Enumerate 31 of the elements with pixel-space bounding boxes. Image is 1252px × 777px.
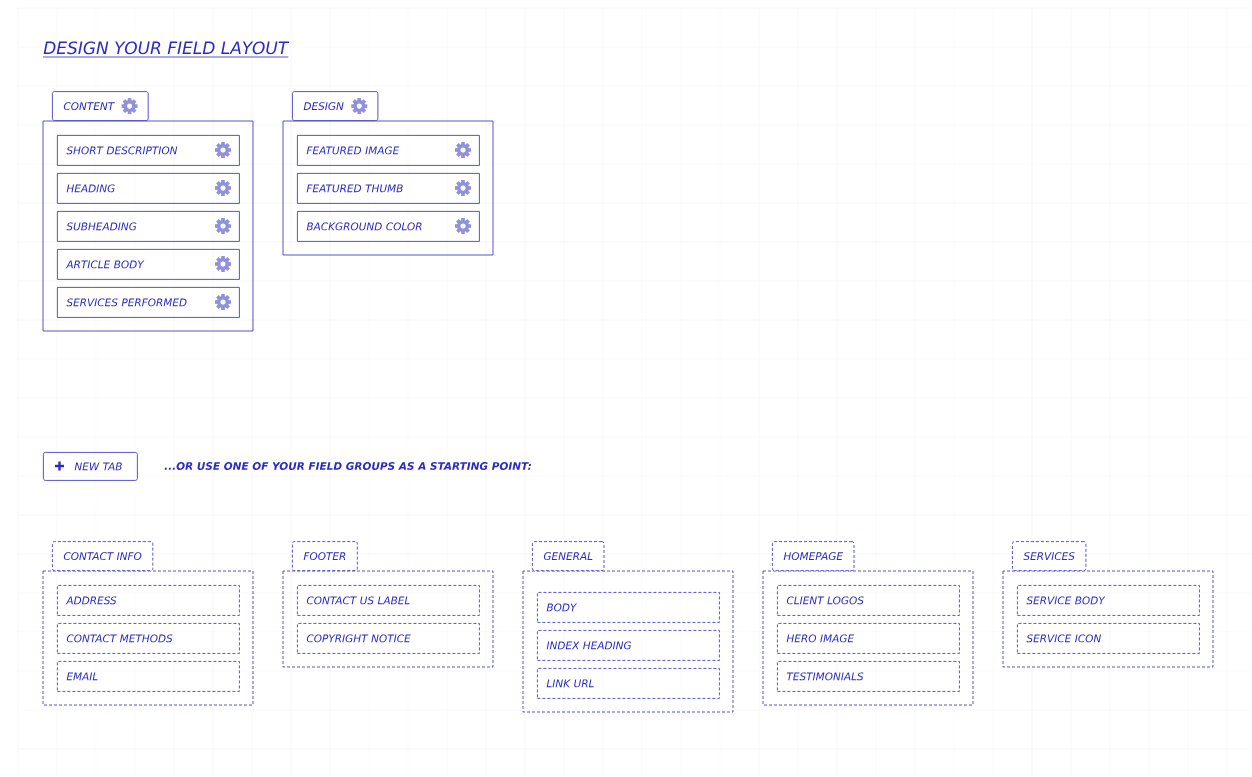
- field-box: BACKGROUND COLOR: [297, 211, 480, 242]
- node-label: FOOTER: [303, 552, 346, 561]
- field-box: FEATURED IMAGE: [297, 135, 480, 166]
- field-box: SHORT DESCRIPTION: [57, 135, 240, 166]
- field-box: ARTICLE BODY: [57, 249, 240, 280]
- field-box: TESTIMONIALS: [777, 661, 960, 692]
- field-box: LINK URL: [537, 668, 720, 699]
- field-box: BODY: [537, 592, 720, 623]
- node-label: GENERAL: [543, 552, 593, 561]
- field-box: HEADING: [57, 173, 240, 204]
- node-label: CONTACT INFO: [63, 552, 142, 561]
- instruction-text: ...OR USE ONE OF YOUR FIELD GROUPS AS A STARTING POINT:: [164, 462, 532, 470]
- field-box: INDEX HEADING: [537, 630, 720, 661]
- field-box: COPYRIGHT NOTICE: [297, 623, 480, 654]
- field-box: EMAIL: [57, 661, 240, 692]
- field-box: CLIENT LOGOS: [777, 585, 960, 616]
- field-box: SUBHEADING: [57, 211, 240, 242]
- field-box: ADDRESS: [57, 585, 240, 616]
- node-label: DESIGN: [303, 102, 344, 111]
- node-label: HOMEPAGE: [783, 552, 844, 561]
- title: DESIGN YOUR FIELD LAYOUT: [42, 41, 290, 58]
- new-tab-button: NEW TAB: [43, 452, 138, 481]
- node-label: SERVICES: [1023, 552, 1075, 561]
- field-box: SERVICE ICON: [1017, 623, 1200, 654]
- field-box: CONTACT US LABEL: [297, 585, 480, 616]
- field-box: HERO IMAGE: [777, 623, 960, 654]
- field-box: SERVICES PERFORMED: [57, 287, 240, 318]
- node-label: CONTENT: [63, 102, 115, 111]
- field-box: SERVICE BODY: [1017, 585, 1200, 616]
- field-box: FEATURED THUMB: [297, 173, 480, 204]
- field-box: CONTACT METHODS: [57, 623, 240, 654]
